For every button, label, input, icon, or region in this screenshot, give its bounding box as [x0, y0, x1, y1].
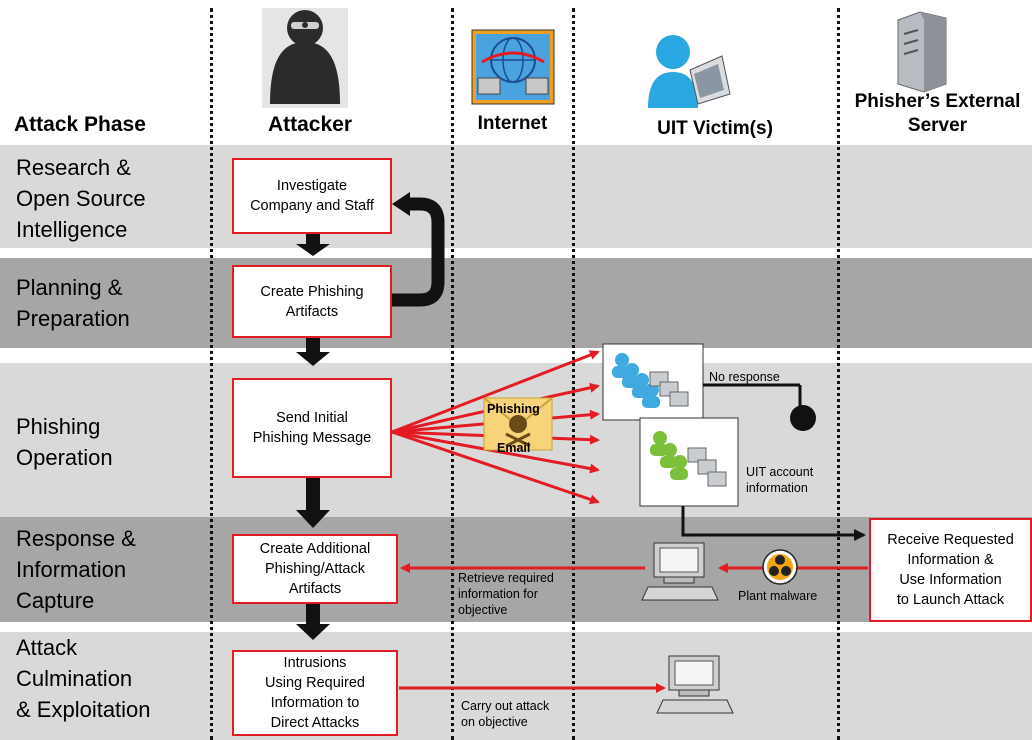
band-culmination [0, 632, 1032, 740]
phase-label-planning: Planning & Preparation [16, 275, 130, 331]
phase-label-response: Response & Information Capture [16, 526, 136, 613]
box-intrusions: Intrusions Using Required Information to… [232, 650, 398, 736]
desktop-computer-icon [641, 542, 719, 601]
plant-malware-label: Plant malware [738, 589, 818, 603]
desktop-computer-icon [656, 655, 734, 714]
box-create-additional: Create Additional Phishing/Attack Artifa… [232, 534, 398, 604]
account-info-arrow [681, 506, 866, 541]
biohazard-icon [762, 549, 798, 585]
victim-group-no-response-icon [602, 343, 704, 421]
header-victims: UIT Victim(s) [657, 118, 773, 139]
band-planning [0, 258, 1032, 348]
lane-divider-3 [572, 8, 575, 740]
victim-group-respond-icon [639, 417, 739, 507]
box-send-message: Send Initial Phishing Message [232, 378, 392, 478]
account-info-label: UIT account information [746, 465, 814, 495]
email-label-email: Email [497, 441, 531, 455]
email-label-phishing: Phishing [487, 402, 540, 416]
lane-divider-1 [210, 8, 213, 740]
server-tower-icon [897, 11, 947, 93]
band-research [0, 145, 1032, 248]
phase-label-phishing: Phishing Operation [16, 414, 113, 470]
phase-label-research: Research & Open Source Intelligence [16, 155, 146, 242]
header-server: Phisher’s External Server [854, 91, 1021, 136]
flow-arrows-attacker [296, 232, 330, 640]
lane-divider-2 [451, 8, 454, 740]
phishing-email-skull-icon [483, 397, 553, 451]
no-response-terminal-icon [790, 405, 816, 431]
lane-divider-4 [837, 8, 840, 740]
feedback-loop-arrowhead [392, 192, 410, 216]
no-response-label: No response [709, 370, 780, 384]
user-laptop-icon [648, 35, 731, 108]
box-investigate: Investigate Company and Staff [232, 158, 392, 234]
carry-out-label: Carry out attack on objective [461, 699, 550, 729]
retrieve-label: Retrieve required information for object… [458, 571, 554, 617]
header-internet: Internet [477, 113, 548, 134]
box-receive-info: Receive Requested Information & Use Info… [869, 518, 1032, 622]
header-attacker: Attacker [267, 113, 353, 136]
phase-label-culmination: Attack Culmination & Exploitation [16, 635, 151, 722]
internet-globe-icon [471, 29, 555, 105]
hooded-attacker-icon [262, 8, 348, 108]
header-attack-phase: Attack Phase [14, 113, 146, 136]
feedback-loop-arrow [392, 197, 445, 307]
box-create-artifacts: Create Phishing Artifacts [232, 265, 392, 338]
